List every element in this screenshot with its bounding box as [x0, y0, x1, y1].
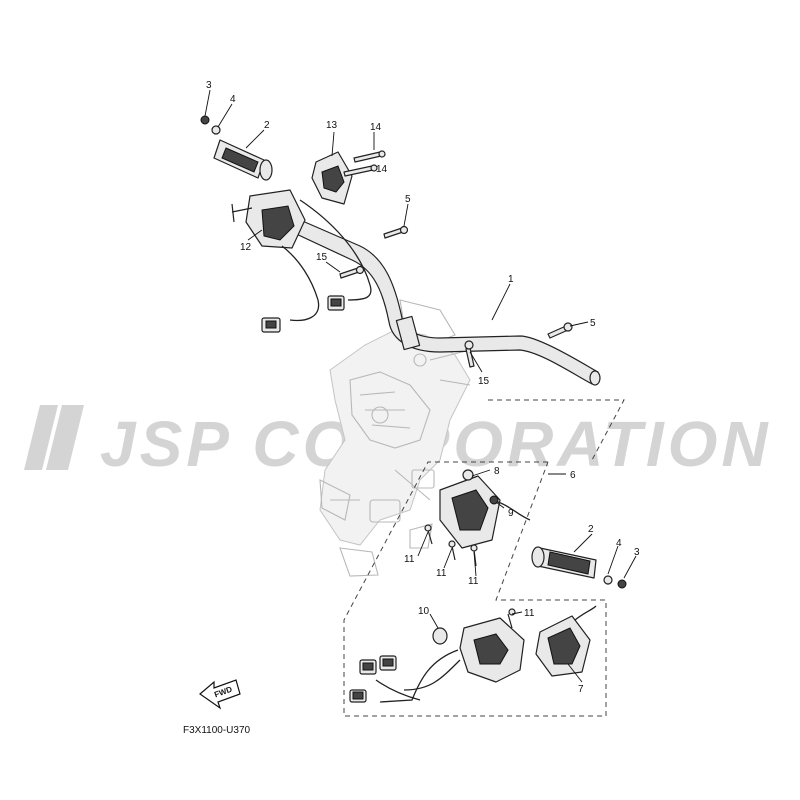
callout-10: 10: [418, 606, 430, 617]
callout-9: 9: [508, 508, 514, 519]
callout-5: 5: [590, 318, 596, 329]
ghost-body: [319, 299, 471, 577]
callout-11: 11: [524, 608, 535, 619]
callouts: 3 4 2 13 14 14 5 12 15 1 5 15 6 8 9 11 1…: [206, 80, 640, 695]
callout-4: 4: [616, 538, 622, 549]
left-grip-assembly: [200, 115, 273, 181]
callout-3: 3: [634, 547, 640, 558]
leader-lines: [204, 89, 637, 683]
callout-15: 15: [316, 252, 328, 263]
right-grip-assembly: [531, 546, 627, 589]
callout-12: 12: [240, 242, 252, 253]
callout-11: 11: [468, 576, 479, 587]
callout-5: 5: [405, 194, 411, 205]
callout-15: 15: [478, 376, 490, 387]
handlebar: [261, 205, 601, 386]
assembly-frame: [343, 399, 625, 717]
callout-2: 2: [588, 524, 594, 535]
callout-11: 11: [436, 568, 447, 579]
callout-2: 2: [264, 120, 270, 131]
callout-7: 7: [578, 684, 584, 695]
callout-6: 6: [570, 470, 576, 481]
small-screws: [424, 524, 516, 629]
callout-1: 1: [508, 274, 514, 285]
lower-switch-assembly: [349, 605, 597, 703]
callout-3: 3: [206, 80, 212, 91]
throttle-bracket: [439, 469, 531, 549]
callout-8: 8: [494, 466, 500, 477]
callout-4: 4: [230, 94, 236, 105]
drawing-code: F3X1100-U370: [183, 725, 251, 736]
forward-direction-arrow: FWD: [199, 679, 241, 710]
callout-14: 14: [376, 164, 388, 175]
callout-14: 14: [370, 122, 382, 133]
callout-13: 13: [326, 120, 338, 131]
top-screws: [339, 150, 409, 279]
callout-11: 11: [404, 554, 415, 565]
right-screws: [464, 322, 573, 368]
left-switch-housing: [231, 189, 372, 333]
switch-cover: [311, 151, 353, 205]
